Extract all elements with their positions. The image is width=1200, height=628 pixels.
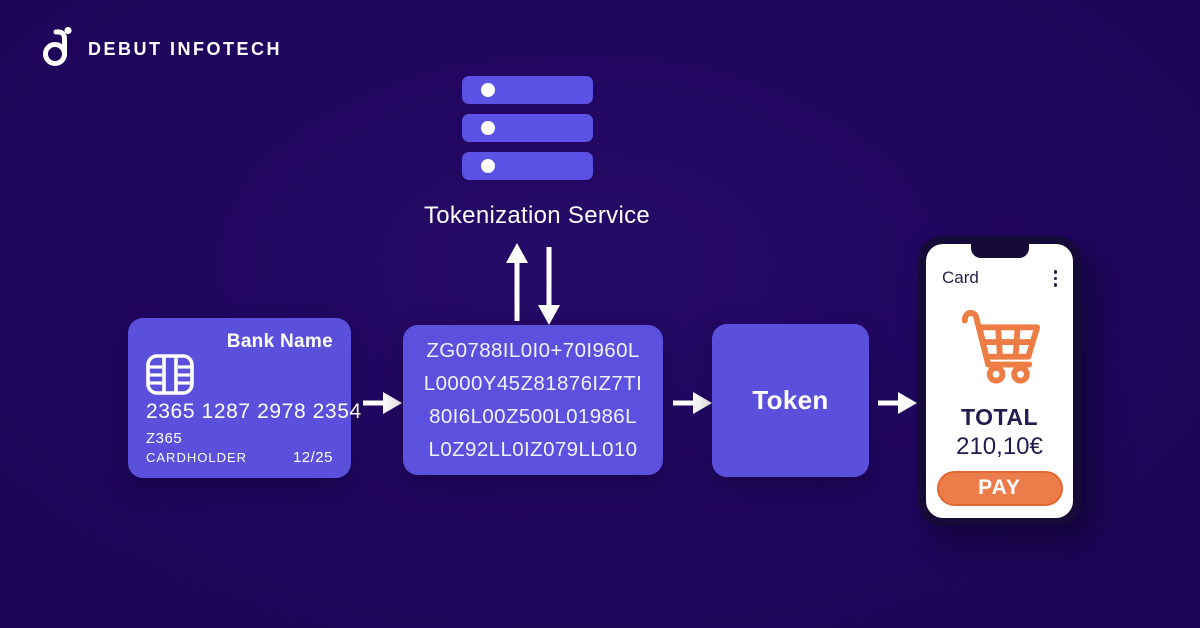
brand-name: DEBUT INFOTECH	[88, 39, 282, 59]
total-amount: 210,10€	[956, 432, 1043, 460]
server-led	[481, 83, 495, 97]
server-led	[481, 159, 495, 173]
card-expiry: 12/25	[292, 449, 333, 466]
card-bottom-row: CARDHOLDER 12/25	[146, 449, 333, 466]
phone-notch	[970, 243, 1029, 258]
total-label: TOTAL	[960, 403, 1039, 430]
token-string-line: 80I6L00Z500L01986L	[429, 405, 637, 428]
arrow-up-icon	[503, 243, 531, 325]
cardholder-label: CARDHOLDER	[146, 450, 248, 465]
di-monogram-icon	[40, 26, 78, 73]
card-chip-icon	[146, 354, 194, 400]
arrow-right-icon	[362, 390, 402, 416]
server-led	[481, 121, 495, 135]
server-stack-icon	[462, 76, 593, 190]
phone-card-label: Card	[942, 268, 979, 288]
brand-logo: DEBUT INFOTECH	[40, 26, 282, 73]
phone-screen: Card TOTAL 210,10€ PAY	[926, 243, 1073, 518]
token-string-box: ZG0788IL0I0+70I960L L0000Y45Z81876IZ7TI …	[403, 325, 663, 475]
token-string-line: L0000Y45Z81876IZ7TI	[423, 372, 643, 395]
kebab-menu-icon[interactable]	[1052, 268, 1060, 289]
phone: Card TOTAL 210,10€ PAY	[918, 236, 1081, 526]
shopping-cart-icon	[956, 301, 1044, 390]
arrow-right-icon	[877, 390, 917, 416]
token-string-line: ZG0788IL0I0+70I960L	[426, 339, 640, 362]
tokenization-service-label: Tokenization Service	[423, 202, 651, 229]
card-code: Z365	[146, 430, 183, 447]
card-number: 2365 1287 2978 2354	[146, 400, 362, 423]
server-bar	[462, 76, 593, 104]
arrow-right-icon	[672, 390, 712, 416]
server-bar	[462, 152, 593, 180]
bank-name: Bank Name	[226, 331, 333, 352]
pay-button[interactable]: PAY	[936, 470, 1063, 506]
server-bar	[462, 114, 593, 142]
arrow-down-icon	[535, 243, 563, 325]
token-string-line: L0Z92LL0IZ079LL010	[428, 438, 638, 461]
token-label: Token	[752, 385, 829, 415]
token-box: Token	[712, 324, 869, 477]
bank-card: Bank Name 2365 1287 2978 2354 Z365 CARDH…	[128, 318, 361, 478]
phone-header: Card	[926, 244, 1073, 289]
